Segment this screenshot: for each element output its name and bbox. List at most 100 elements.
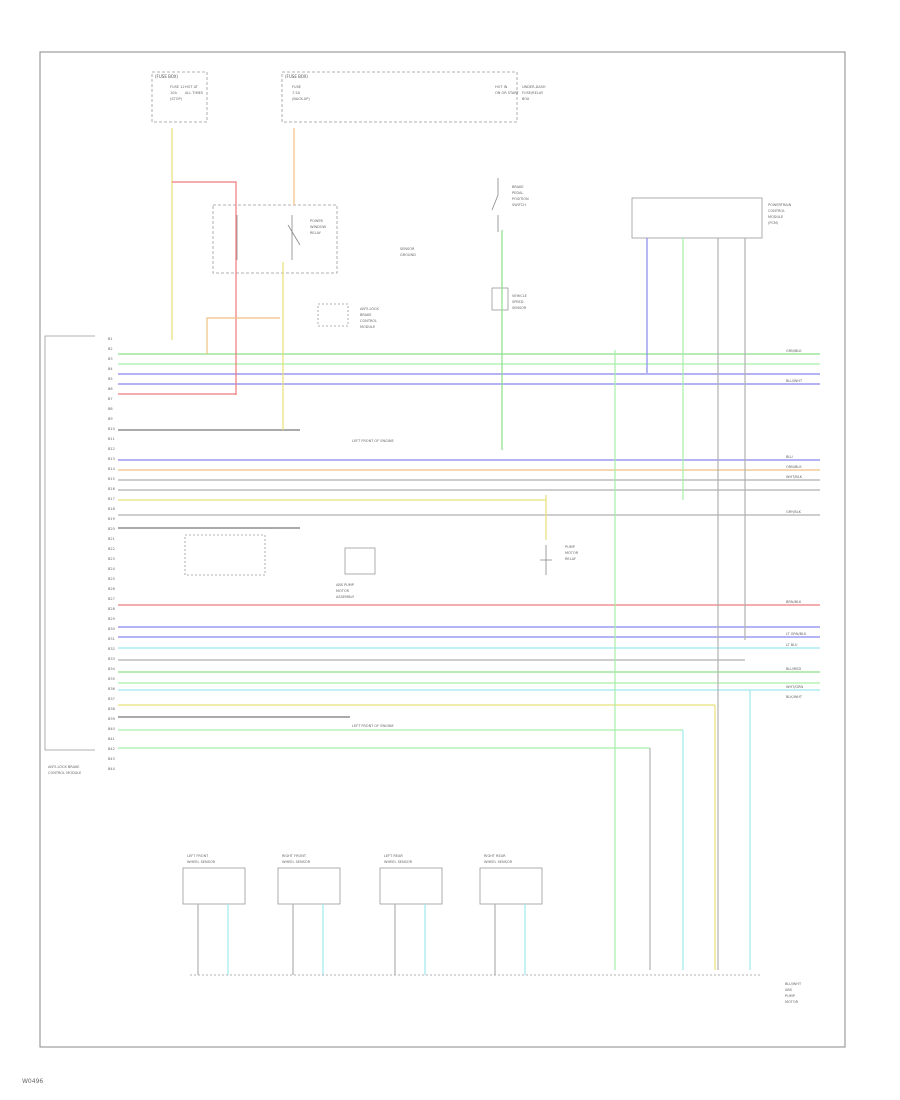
svg-text:CONTROL: CONTROL [360,319,377,323]
pin-label: B1 [108,337,113,341]
pin-label: B11 [108,437,115,441]
svg-text:(FUSE BOX): (FUSE BOX) [285,74,308,79]
pin-label: B12 [108,447,115,451]
svg-text:LEFT FRONT OF ENGINE: LEFT FRONT OF ENGINE [352,439,394,443]
svg-text:7.5A: 7.5A [292,91,301,95]
ground-bus: BLU/WHT ABS PUMP MOTOR [190,974,802,1004]
pin-label: B4 [108,367,113,371]
svg-text:SENSOR: SENSOR [400,247,415,251]
svg-text:10A: 10A [170,91,177,95]
svg-text:ASSEMBLY: ASSEMBLY [336,595,355,599]
svg-text:WHEEL SENSOR: WHEEL SENSOR [484,860,513,864]
pin-label: B8 [108,407,113,411]
pin-label: B30 [108,627,115,631]
pin-label: B27 [108,597,115,601]
svg-text:RIGHT FRONT: RIGHT FRONT [282,854,307,858]
svg-text:BRAKE: BRAKE [360,313,372,317]
pin-label: B39 [108,717,115,721]
pin-label: B19 [108,517,115,521]
svg-text:HOT AT: HOT AT [185,85,199,89]
svg-text:HOT IN: HOT IN [495,85,508,89]
svg-text:POWER: POWER [310,219,324,223]
svg-text:PUMP: PUMP [565,545,575,549]
pin-label: B2 [108,347,113,351]
svg-text:PEDAL: PEDAL [512,191,523,195]
pin-label: B41 [108,737,115,741]
pin-label: B16 [108,487,115,491]
pin-label: B7 [108,397,113,401]
wire-color-label: GRN/BLK [786,349,802,353]
relay-output-block: ANTI-LOCK BRAKE CONTROL MODULE [317,303,379,329]
pin-label: B31 [108,637,115,641]
pin-label: B5 [108,377,113,381]
svg-text:WHEEL SENSOR: WHEEL SENSOR [282,860,311,864]
svg-text:(FUSE BOX): (FUSE BOX) [155,74,178,79]
fuse-box-right-label: UNDER-DASH FUSE/RELAY BOX [522,85,546,101]
vehicle-speed-sensor: VEHICLE SPEED SENSOR [491,287,527,311]
wire-color-label: WHT/BLK [786,475,803,479]
svg-text:SENSOR: SENSOR [512,306,527,310]
wire-color-label: BLU/WHT [786,379,803,383]
svg-text:POSITION: POSITION [512,197,529,201]
svg-text:UNDER-DASH: UNDER-DASH [522,85,546,89]
pin-label: B29 [108,617,115,621]
svg-text:WINDOW: WINDOW [310,225,327,229]
svg-text:ABS: ABS [785,988,793,992]
pin-label: B24 [108,567,116,571]
wire-color-label: ORN/BLK [786,465,802,469]
svg-text:ALL TIMES: ALL TIMES [185,91,204,95]
svg-text:FUSE/RELAY: FUSE/RELAY [522,91,544,95]
page-id: W0496 [22,1078,44,1085]
svg-text:BLU/WHT: BLU/WHT [785,982,802,986]
pin-label: B20 [108,527,115,531]
pin-label: B21 [108,537,115,541]
pin-label: B32 [108,647,115,651]
pin-label: B26 [108,587,115,591]
pin-label: B6 [108,387,113,391]
pin-label: B17 [108,497,115,501]
horizontal-wires [118,353,820,749]
pin-label: B13 [108,457,115,461]
svg-text:GROUND: GROUND [400,253,416,257]
splice-labels: LEFT FRONT OF ENGINE LEFT FRONT OF ENGIN… [352,439,394,728]
svg-text:LEFT REAR: LEFT REAR [384,854,403,858]
diagram-frame [39,51,846,1048]
svg-text:MODULE: MODULE [768,215,783,219]
pin-label: B34 [108,667,116,671]
wire-color-label: LT BLU [786,643,798,647]
svg-text:ANTI-LOCK: ANTI-LOCK [360,307,379,311]
pump-motor-relay: PUMP MOTOR RELAY [540,545,579,575]
pin-label: B44 [108,767,116,771]
svg-text:LEFT FRONT OF ENGINE: LEFT FRONT OF ENGINE [352,724,394,728]
wheel-sensor: RIGHT FRONT WHEEL SENSOR [277,854,341,975]
pin-label: B23 [108,557,115,561]
svg-text:MOTOR: MOTOR [565,551,579,555]
svg-text:ABS PUMP: ABS PUMP [336,583,354,587]
sensor-ground: SENSOR GROUND [400,247,416,257]
svg-text:(STOP): (STOP) [170,97,183,101]
svg-text:MODULE: MODULE [360,325,375,329]
svg-text:RELAY: RELAY [310,231,322,235]
pin-label: B33 [108,657,115,661]
vertical-wires [171,128,751,970]
wire-color-label: GRY/BLK [786,510,802,514]
svg-text:ANTI-LOCK BRAKE: ANTI-LOCK BRAKE [48,765,79,769]
pin-label: B15 [108,477,115,481]
pin-label: B38 [108,707,115,711]
svg-text:POWERTRAIN: POWERTRAIN [768,203,792,207]
wire-color-label: LT GRN/BLK [786,632,807,636]
svg-text:(PCM): (PCM) [768,221,779,225]
wire-color-label: BLK/WHT [786,695,803,699]
power-window-relay: POWER WINDOW RELAY [212,204,338,274]
svg-text:PUMP: PUMP [785,994,795,998]
pin-label: B3 [108,357,113,361]
svg-text:BOX: BOX [522,97,530,101]
pin-label: B9 [108,417,113,421]
svg-text:MOTOR: MOTOR [336,589,350,593]
svg-text:CONTROL: CONTROL [768,209,785,213]
svg-text:(BACK-UP): (BACK-UP) [292,97,310,101]
